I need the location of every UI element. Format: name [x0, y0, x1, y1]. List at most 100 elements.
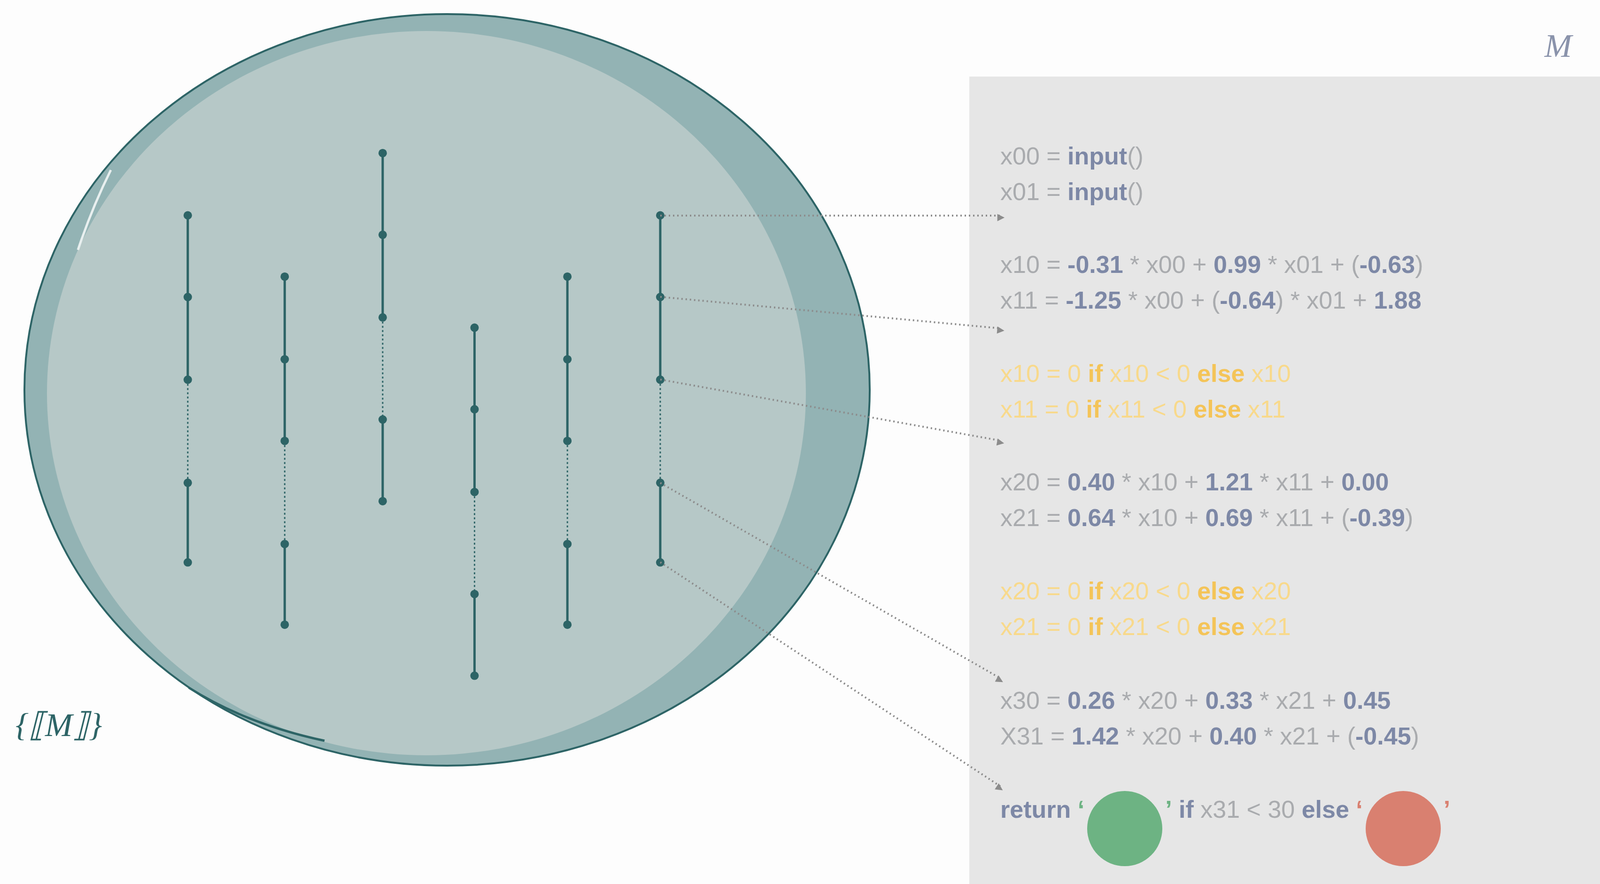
ellipse-outline — [21, 10, 873, 772]
output-circle-fill — [1365, 790, 1441, 866]
code-token: else — [1197, 359, 1245, 387]
code-line: x20 = 0.40 * x10 + 1.21 * x11 + 0.00 — [1000, 467, 1389, 496]
leader-arrow — [660, 379, 1001, 441]
code-token: * x20 + — [1114, 686, 1206, 714]
code-token: -0.31 — [1067, 250, 1124, 279]
code-token: 1.42 — [1071, 722, 1120, 750]
neuron-dot — [280, 355, 289, 364]
red-output-circle — [1362, 817, 1444, 818]
code-line: x30 = 0.26 * x20 + 0.33 * x21 + 0.45 — [1000, 686, 1391, 715]
layer-link — [381, 234, 384, 318]
neuron-dot — [656, 478, 665, 487]
neuron-dot — [563, 620, 572, 629]
code-token: if — [1087, 612, 1103, 641]
swoosh-stroke — [188, 687, 325, 741]
code-token: x21 < 0 — [1102, 612, 1198, 641]
neuron-dot — [470, 323, 479, 333]
neuron-dot — [280, 436, 289, 446]
code-token: ) — [1405, 503, 1414, 532]
layer-link — [473, 327, 476, 410]
code-token: 0.26 — [1067, 686, 1115, 714]
neuron-dot — [563, 436, 572, 446]
neuron-dot — [378, 230, 387, 240]
code-token: else — [1197, 577, 1245, 605]
neuron-dot — [470, 404, 479, 414]
neuron-dot — [378, 148, 387, 158]
neuron-dot — [656, 292, 665, 302]
code-token: 0.40 — [1067, 468, 1115, 496]
code-token: x11 — [1241, 395, 1286, 423]
leader-arrow — [660, 214, 1001, 217]
code-token: 1.21 — [1205, 468, 1253, 496]
code-token: ’ — [1165, 795, 1172, 823]
code-token: x11 = 0 — [1000, 395, 1087, 423]
layer-link — [186, 215, 189, 298]
ellipse-outer — [24, 14, 870, 766]
layer-link — [566, 440, 569, 544]
layer-link — [283, 543, 286, 625]
layer-link — [283, 276, 286, 360]
code-token — [1172, 795, 1179, 823]
code-token: input — [1067, 142, 1128, 170]
layer-link — [566, 276, 569, 360]
output-circle-fill — [1087, 790, 1163, 866]
code-token: else — [1197, 612, 1245, 641]
code-token: 1.88 — [1373, 286, 1422, 314]
code-token: x10 = — [1000, 250, 1068, 279]
neuron-dot — [183, 375, 193, 384]
code-token: * x10 + — [1114, 503, 1206, 532]
code-token: if — [1178, 795, 1194, 823]
code-token: input — [1067, 177, 1128, 206]
layer-link — [658, 296, 662, 380]
neuron-dot — [183, 557, 193, 567]
code-token: x30 = — [1000, 686, 1068, 714]
code-token: 0.00 — [1341, 468, 1389, 496]
neuron-dot — [280, 620, 289, 629]
neuron-dot — [470, 487, 479, 496]
neuron-dot — [563, 539, 572, 549]
neuron-dot — [563, 272, 572, 281]
code-token: x11 = — [1000, 286, 1066, 314]
code-token: x20 — [1244, 577, 1291, 605]
code-token: * x21 + ( — [1256, 722, 1356, 750]
code-line: X31 = 1.42 * x20 + 0.40 * x21 + (-0.45) — [1000, 721, 1420, 750]
layer-columns — [183, 148, 665, 681]
code-token: ) — [1411, 722, 1420, 750]
layer-link — [473, 409, 476, 492]
code-line: x10 = -0.31 * x00 + 0.99 * x01 + (-0.63) — [1000, 250, 1424, 279]
code-token: if — [1087, 577, 1103, 605]
model-set-ellipse: {⟦M⟧} — [21, 10, 873, 772]
layer-link — [283, 359, 286, 441]
code-token: * x10 + — [1114, 468, 1206, 496]
code-line: x21 = 0 if x21 < 0 else x21 — [1000, 612, 1291, 641]
code-token: if — [1087, 359, 1103, 387]
neuron-dot — [378, 415, 387, 424]
layer-link — [473, 491, 476, 594]
code-line: x20 = 0 if x20 < 0 else x20 — [1000, 576, 1291, 605]
layer-link — [658, 215, 662, 298]
code-token: x20 = — [1000, 468, 1068, 496]
code-line: return ‘’ if x31 < 30 else ‘’ — [1000, 795, 1451, 824]
code-token: x21 = 0 — [1000, 612, 1088, 641]
code-token: else — [1301, 795, 1350, 823]
neuron-dot — [563, 355, 572, 364]
layer-link — [284, 440, 286, 544]
code-token: * x01 + ( — [1260, 250, 1360, 279]
code-token: 0.45 — [1343, 686, 1391, 714]
layer-link — [566, 543, 569, 625]
neuron-dot — [183, 478, 193, 487]
code-token: x10 = 0 — [1000, 359, 1088, 387]
code-line: x00 = input() — [1000, 141, 1144, 171]
code-line: x01 = input() — [1000, 177, 1144, 206]
code-token: * x00 + — [1123, 250, 1214, 279]
leader-arrow — [660, 482, 1001, 679]
layer-link — [186, 296, 189, 380]
neuron-dot — [378, 313, 387, 322]
neuron-dot — [183, 211, 193, 220]
layer-link — [566, 359, 569, 441]
code-token: X31 = — [1000, 722, 1072, 750]
panel-title: M — [1544, 27, 1572, 65]
code-token: x20 = 0 — [1000, 577, 1088, 605]
leader-arrow — [660, 296, 1001, 329]
